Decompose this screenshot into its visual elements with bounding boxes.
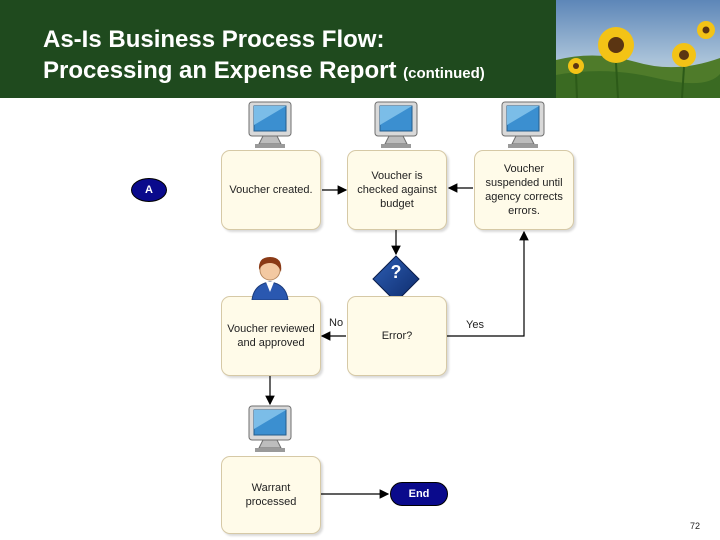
title-suffix: (continued)	[403, 65, 485, 82]
decision-symbol: ?	[390, 262, 402, 282]
process-voucher-created: Voucher created.	[221, 150, 321, 230]
title-line-1: As-Is Business Process Flow:	[43, 26, 385, 53]
end-terminator: End	[390, 482, 448, 506]
process-error-check: Error?	[347, 296, 447, 376]
process-warrant-processed: Warrant processed	[221, 456, 321, 534]
sunflower-photo	[556, 0, 720, 98]
arrow-error-yes	[447, 230, 529, 337]
computer-icon	[374, 101, 418, 148]
process-voucher-suspended: Voucher suspended until agency corrects …	[474, 150, 574, 230]
slide-header: As-Is Business Process Flow: Processing …	[0, 0, 720, 98]
edge-label-no: No	[329, 317, 344, 329]
computer-icon	[501, 101, 545, 148]
edge-label-yes: Yes	[466, 319, 484, 331]
computer-icon	[248, 405, 292, 452]
person-icon	[251, 257, 289, 300]
slide-title: As-Is Business Process Flow: Processing …	[43, 24, 485, 89]
connector-a: A	[131, 178, 167, 202]
page-number: 72	[689, 521, 700, 531]
process-voucher-reviewed: Voucher reviewed and approved	[221, 296, 321, 376]
computer-icon	[248, 101, 292, 148]
title-line-2: Processing an Expense Report	[43, 57, 397, 84]
process-voucher-checked: Voucher is checked against budget	[347, 150, 447, 230]
